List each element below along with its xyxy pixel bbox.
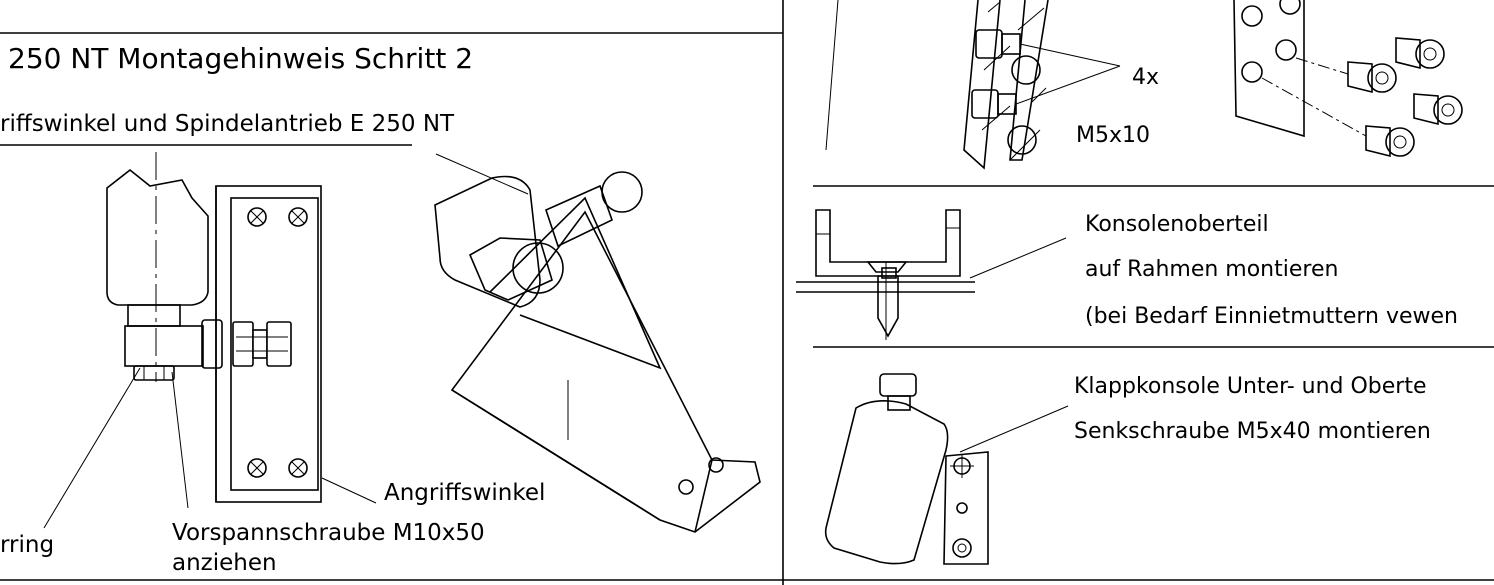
screw-top-right-icon [288,207,308,227]
label-angriffswinkel: Angriffswinkel [384,480,545,506]
bracket-plate [215,185,322,503]
screw-bottom-left-icon [247,458,267,478]
cap-screw-2-icon [1347,61,1397,94]
cap-screw-3-icon [1413,93,1463,126]
label-auf-rahmen: auf Rahmen montieren [1085,257,1338,282]
label-konsolenoberteil: Konsolenoberteil [1085,212,1269,237]
label-senkschraube: Senkschraube M5x40 montieren [1074,419,1431,444]
screw-bottom-right-icon [288,458,308,478]
label-klappkonsole: Klappkonsole Unter- und Oberte [1074,374,1427,399]
cap-screw-4-icon [1365,125,1415,158]
label-screw-size: M5x10 [1076,123,1150,148]
cap-screw-1-icon [1395,37,1445,70]
hinged-console-view [824,373,1069,565]
hatch-lines [981,1,1047,161]
isometric-bracket-view [434,153,761,533]
leader-lines-left [43,367,377,529]
subtitle: riffswinkel und Spindelantrieb E 250 NT [0,111,455,137]
label-ring: rring [0,532,54,558]
hatched-section-view [825,0,1049,170]
label-screw-count: 4x [1132,65,1159,90]
label-vorspannschraube: Vorspannschraube M10x50 [172,520,485,546]
step-title: 250 NT Montagehinweis Schritt 2 [8,42,473,75]
label-anziehen: anziehen [172,550,277,576]
isometric-block-with-screws [1233,0,1463,158]
label-einnietmuttern: (bei Bedarf Einnietmuttern vewen [1085,304,1458,329]
spindle-drive-front-view [106,152,223,382]
leader-lines-4x [1015,43,1121,105]
screw-top-left-icon [247,207,267,227]
console-top-section-view [796,209,1067,340]
